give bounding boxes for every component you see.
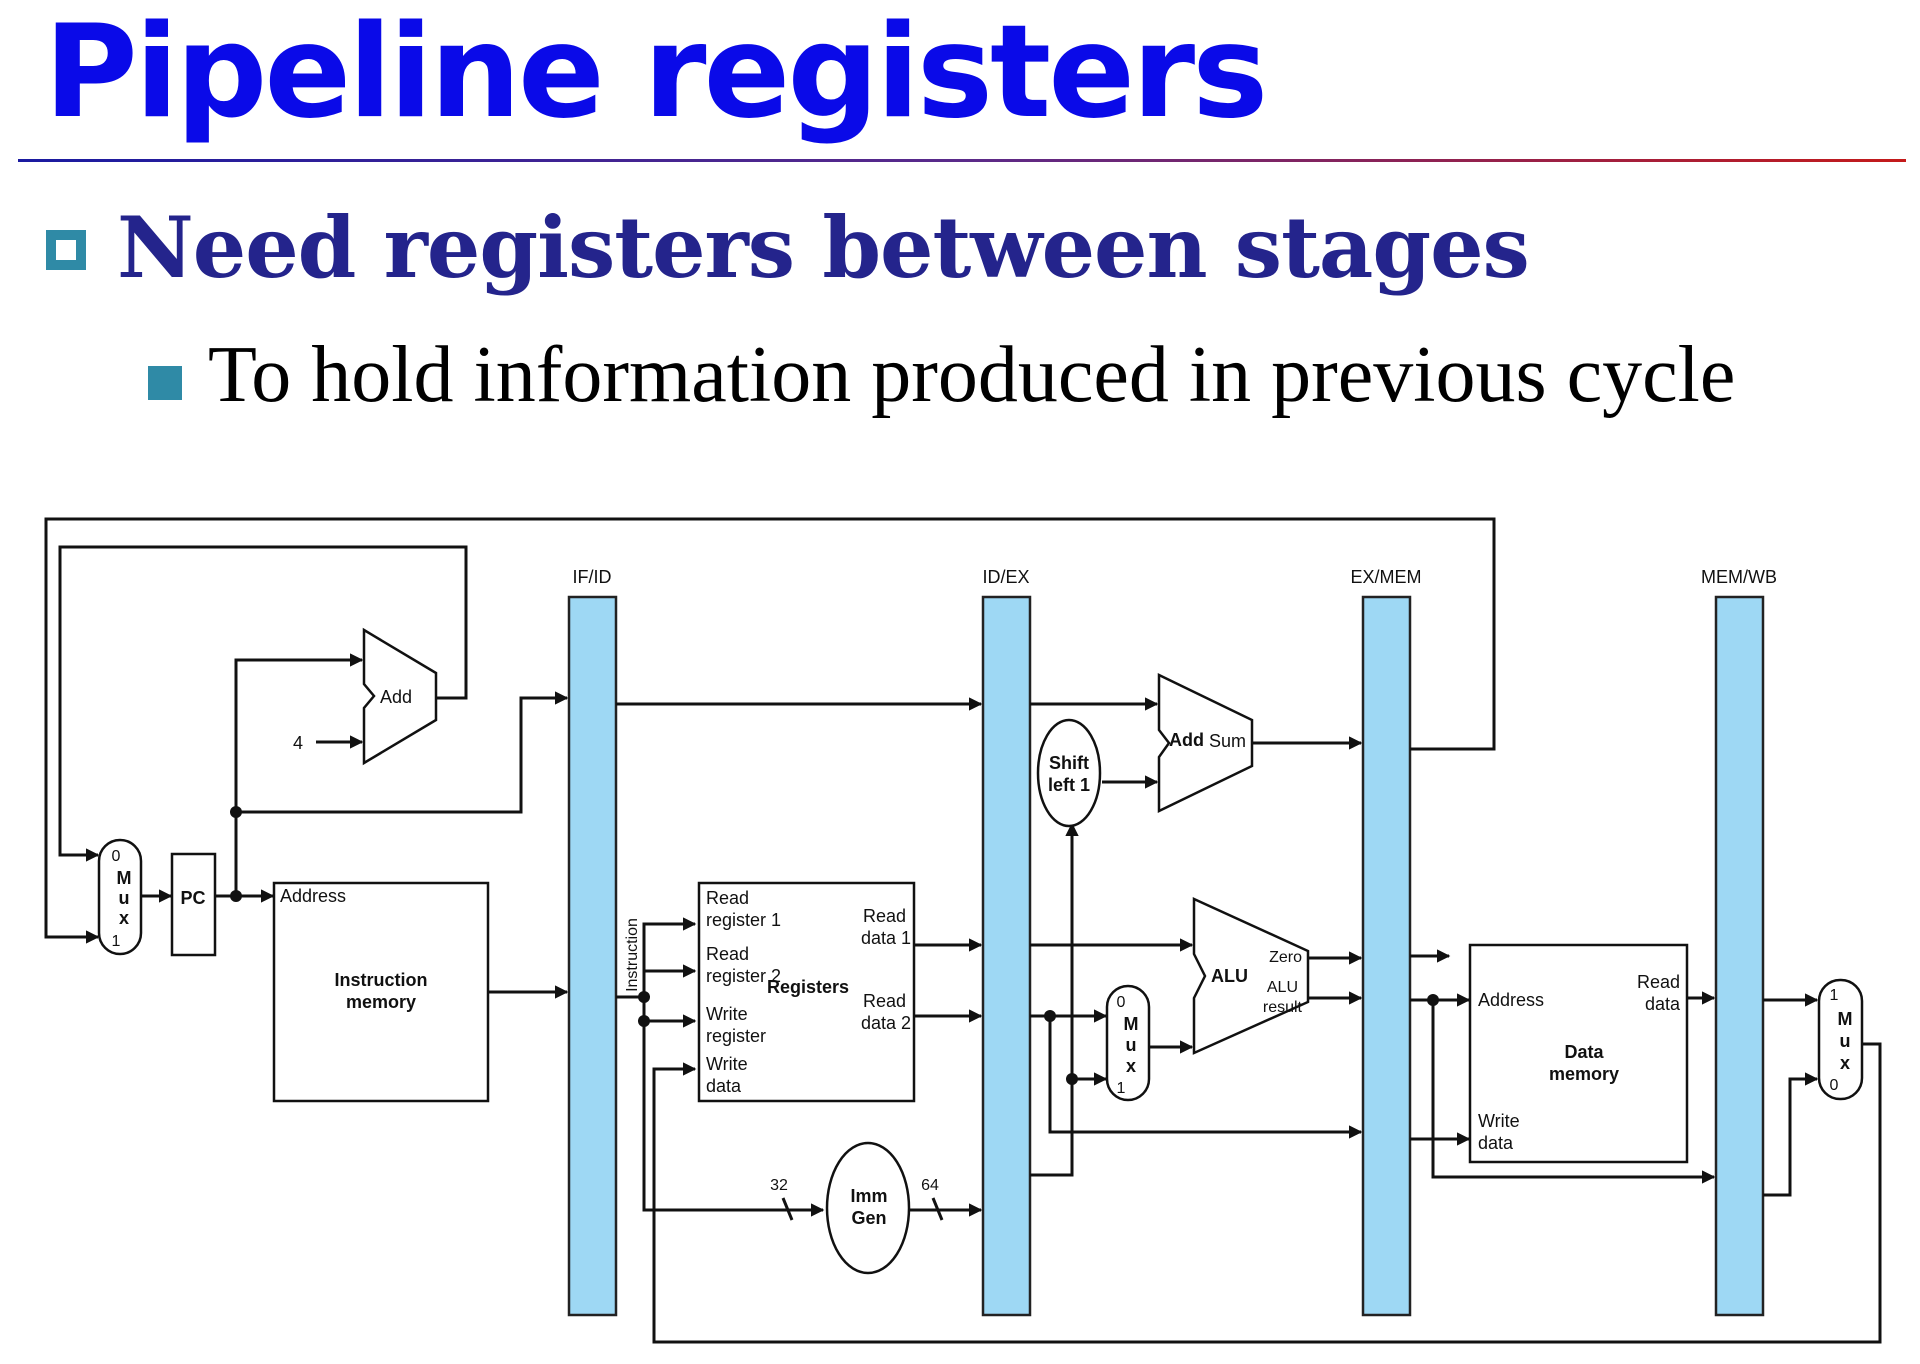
svg-text:u: u (1126, 1035, 1137, 1055)
mem-wb-register: MEM/WB (1701, 567, 1777, 1317)
svg-text:Read: Read (706, 944, 749, 964)
svg-text:memory: memory (346, 992, 416, 1012)
svg-text:Data: Data (1564, 1042, 1604, 1062)
svg-text:Imm: Imm (850, 1186, 887, 1206)
svg-text:Write: Write (706, 1054, 748, 1074)
svg-text:Address: Address (1478, 990, 1544, 1010)
svg-text:0: 0 (1117, 994, 1126, 1011)
svg-text:M: M (1124, 1014, 1139, 1034)
id-ex-register: ID/EX (981, 567, 1032, 1317)
svg-text:M: M (1838, 1009, 1853, 1029)
svg-text:1: 1 (1117, 1080, 1126, 1097)
svg-text:x: x (119, 908, 129, 928)
slide-title: Pipeline registers (44, 0, 1268, 147)
alu-zero-label: Zero (1269, 949, 1302, 966)
bullet-point: Need registers between stages (117, 198, 1530, 297)
svg-text:result: result (1263, 999, 1303, 1016)
svg-text:PC: PC (180, 888, 205, 908)
svg-text:Read: Read (1637, 972, 1680, 992)
svg-text:0: 0 (112, 848, 121, 865)
if-id-register: IF/ID (567, 567, 618, 1317)
alu-mux: 0 M u x 1 (1105, 984, 1151, 1102)
branch-adder: Add Sum (1157, 673, 1254, 813)
ex-mem-register: EX/MEM (1350, 567, 1422, 1317)
svg-text:data: data (1645, 994, 1681, 1014)
svg-text:Registers: Registers (767, 977, 849, 997)
svg-text:register 1: register 1 (706, 910, 781, 930)
svg-text:data: data (706, 1076, 742, 1096)
svg-text:ALU: ALU (1267, 979, 1298, 996)
shift-left-unit: Shift left 1 (1036, 718, 1102, 828)
svg-text:1: 1 (112, 933, 121, 950)
pc-adder: Add 4 (293, 627, 438, 766)
svg-text:x: x (1840, 1053, 1850, 1073)
svg-text:Add: Add (1169, 730, 1204, 750)
hollow-square-bullet-icon (46, 230, 86, 270)
svg-text:Read: Read (863, 906, 906, 926)
svg-text:register 2: register 2 (706, 966, 781, 986)
svg-text:M: M (117, 868, 132, 888)
writeback-mux: 1 M u x 0 (1817, 978, 1864, 1101)
svg-text:Sum: Sum (1209, 731, 1246, 751)
constant-four: 4 (293, 733, 303, 753)
svg-text:data 2: data 2 (861, 1013, 911, 1033)
if-id-label: IF/ID (573, 567, 612, 587)
svg-text:Read: Read (706, 888, 749, 908)
svg-text:Write: Write (1478, 1111, 1520, 1131)
svg-text:Add: Add (380, 687, 412, 707)
svg-text:data 1: data 1 (861, 928, 911, 948)
svg-text:u: u (119, 888, 130, 908)
svg-text:Shift: Shift (1049, 753, 1089, 773)
register-file: Read register 1 Read register 2 Write re… (697, 881, 916, 1103)
svg-text:Instruction: Instruction (335, 970, 428, 990)
svg-text:ALU: ALU (1211, 966, 1248, 986)
ex-mem-label: EX/MEM (1350, 567, 1421, 587)
svg-text:register: register (706, 1026, 766, 1046)
pipelined-datapath-diagram: IF/ID ID/EX EX/MEM MEM/WB (44, 517, 1882, 1344)
filled-square-bullet-icon (148, 366, 182, 400)
svg-text:memory: memory (1549, 1064, 1619, 1084)
datapath-wires (44, 517, 1882, 1344)
svg-text:0: 0 (1830, 1077, 1839, 1094)
title-divider (18, 159, 1906, 162)
svg-text:u: u (1840, 1031, 1851, 1051)
svg-text:Gen: Gen (851, 1208, 886, 1228)
id-ex-label: ID/EX (982, 567, 1029, 587)
output-width: 64 (921, 1177, 939, 1194)
data-memory: Address Write data Read data Data memory (1468, 943, 1689, 1164)
sub-bullet-point: To hold information produced in previous… (208, 331, 1736, 419)
wire-junctions (230, 806, 1439, 1085)
svg-text:Write: Write (706, 1004, 748, 1024)
instruction-memory: Address Instruction memory (272, 881, 490, 1103)
mem-wb-label: MEM/WB (1701, 567, 1777, 587)
svg-text:Read: Read (863, 991, 906, 1011)
svg-text:x: x (1126, 1056, 1136, 1076)
svg-text:1: 1 (1830, 987, 1839, 1004)
alu: ALU Zero ALU result (1192, 897, 1310, 1055)
pc-mux: 0 M u x 1 (97, 838, 143, 956)
svg-text:Address: Address (280, 886, 346, 906)
svg-text:data: data (1478, 1133, 1514, 1153)
instruction-bus-label: Instruction (624, 918, 641, 992)
input-width: 32 (770, 1177, 788, 1194)
immediate-generator: Imm Gen 32 64 (770, 1141, 939, 1275)
svg-text:left 1: left 1 (1048, 775, 1090, 795)
program-counter: PC (170, 852, 217, 957)
